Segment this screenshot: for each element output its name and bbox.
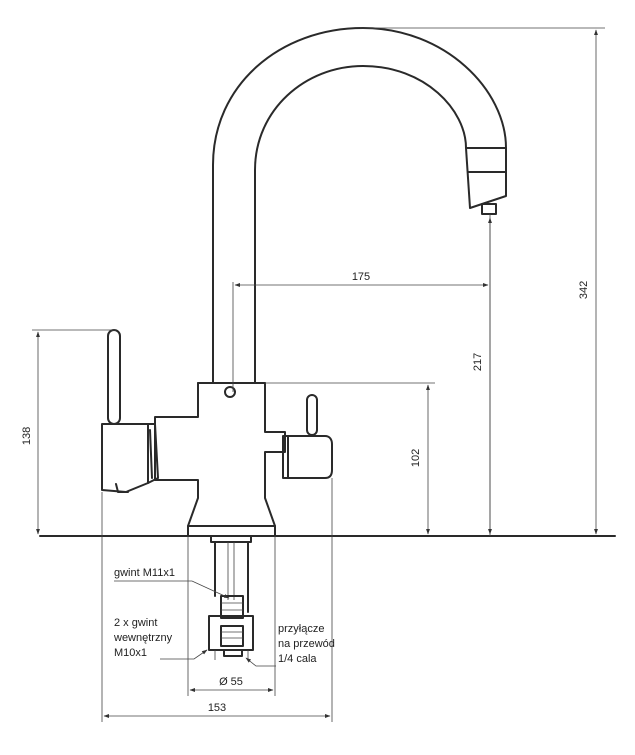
note-internal-thread-1: 2 x gwint <box>114 617 157 629</box>
note-hose-2: na przewód <box>278 638 335 650</box>
aerator <box>481 203 497 215</box>
note-internal-thread-3: M10x1 <box>114 647 147 659</box>
note-thread-m11: gwint M11x1 <box>114 567 175 579</box>
mount-sleeve <box>210 535 252 543</box>
dimension-lines <box>32 27 605 722</box>
spout-outer <box>212 27 507 384</box>
body-screw-hole <box>224 386 236 398</box>
note-hose-1: przyłącze <box>278 623 324 635</box>
right-lever-rod <box>306 394 318 436</box>
left-lever-rod <box>107 329 121 425</box>
dim-diameter-55: Ø 55 <box>219 676 243 688</box>
faucet-outline <box>39 27 616 660</box>
base-plate <box>187 525 276 537</box>
dim-175: 175 <box>352 271 370 283</box>
note-hose-3: 1/4 cala <box>278 653 317 665</box>
spout-head <box>465 147 507 209</box>
dim-217: 217 <box>472 353 484 371</box>
right-lever-body <box>282 435 333 479</box>
dim-342: 342 <box>578 281 590 299</box>
hose-fitting <box>208 615 254 651</box>
note-internal-thread-2: wewnętrzny <box>113 632 173 644</box>
dim-153: 153 <box>208 702 226 714</box>
dim-138: 138 <box>21 427 33 445</box>
thread-nut <box>220 595 244 619</box>
dim-102: 102 <box>410 449 422 467</box>
faucet-body <box>154 382 286 527</box>
left-lever-body <box>101 423 149 493</box>
spout-inner <box>254 65 467 384</box>
